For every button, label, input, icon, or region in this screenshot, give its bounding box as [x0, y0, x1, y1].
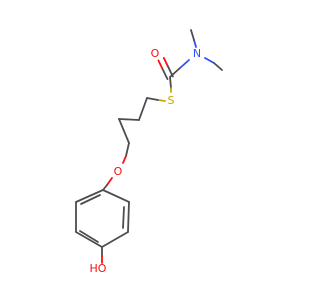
bond-ring-inner-3 — [80, 194, 101, 205]
bond-carbonyl-1a — [161, 67, 169, 80]
bond-s-ch2-a — [157, 99, 166, 102]
sulfur-label: S — [168, 94, 175, 107]
bond-ring-2 — [127, 201, 130, 233]
bonds — [75, 29, 223, 264]
oxygen-carbonyl-label: O — [151, 47, 160, 60]
bond-n-methyl-1b — [190, 29, 195, 41]
bond-carbonyl-2b — [162, 57, 169, 67]
bond-ring-3 — [101, 231, 129, 248]
bond-ring-6 — [75, 189, 104, 203]
structure-canvas: O N S O HO — [0, 0, 300, 300]
nitrogen-label: N — [193, 47, 201, 60]
bond-c-s-a — [169, 76, 172, 89]
bond-chain-2 — [118, 118, 140, 121]
bond-o-aryl-b — [102, 184, 108, 191]
background — [0, 0, 300, 300]
oxygen-ether-label: O — [114, 165, 123, 178]
bond-chain-3 — [118, 118, 130, 144]
bond-ring-inner-2 — [79, 230, 99, 243]
bond-n-methyl-2a — [204, 57, 215, 64]
bond-s-ch2-b — [146, 97, 159, 101]
hydroxyl-label: HO — [90, 262, 107, 275]
bond-ch2-o-a — [125, 142, 130, 157]
bond-carbonyl-1b — [157, 59, 163, 69]
bond-n-methyl-2b — [213, 62, 223, 71]
bond-ch2-o-b — [122, 155, 127, 164]
bond-ring-4 — [75, 231, 103, 248]
bond-c-n-a — [169, 67, 181, 78]
bond-o-aryl-a — [106, 177, 113, 186]
bond-c-n-b — [179, 59, 190, 69]
atom-labels: O N S O HO — [90, 47, 202, 275]
molecule-drawing: O N S O HO — [0, 0, 300, 300]
bond-chain-1 — [138, 97, 148, 121]
bond-ring-inner-1 — [122, 206, 125, 229]
bond-n-methyl-1a — [193, 39, 197, 48]
bond-ring-1 — [102, 189, 130, 203]
